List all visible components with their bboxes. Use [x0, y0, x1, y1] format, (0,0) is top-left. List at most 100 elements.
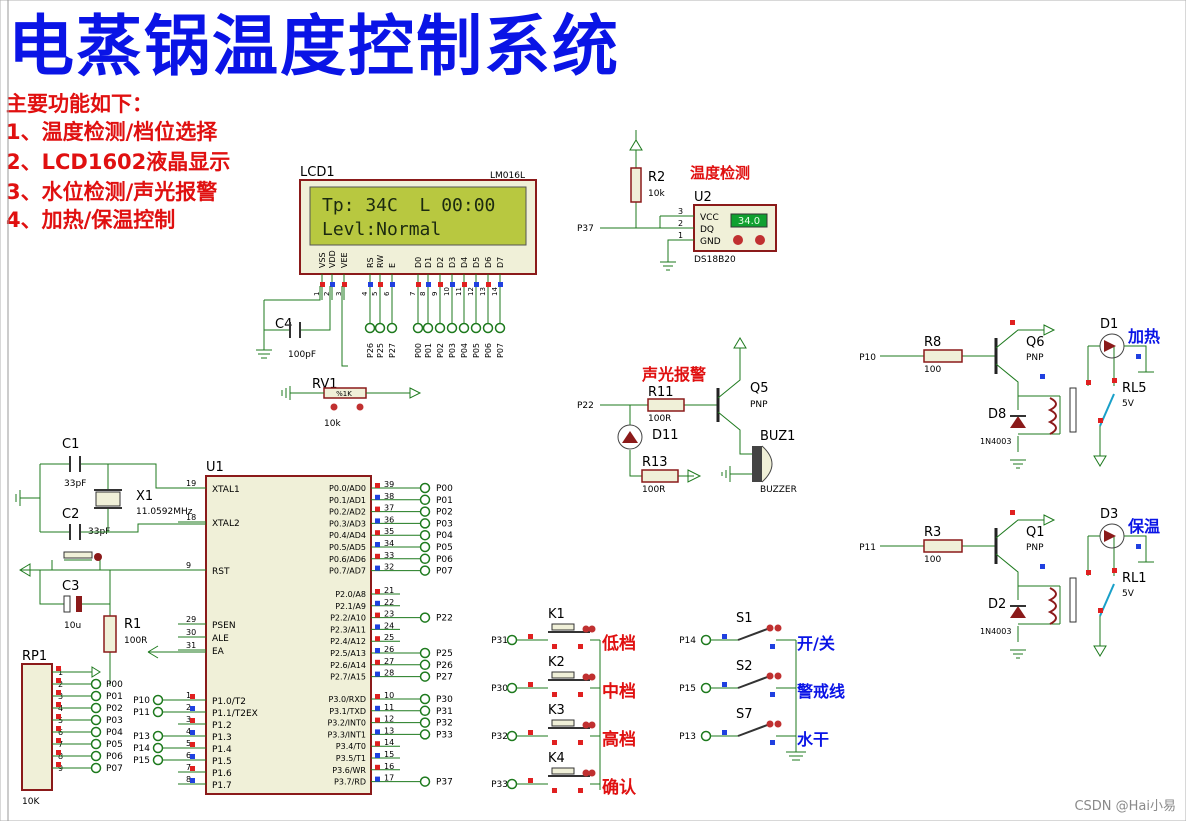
lcd-pin-number: 2 [323, 292, 331, 296]
state-marker [375, 648, 380, 653]
relay-ref: RL1 [1122, 571, 1147, 586]
state-marker [342, 282, 347, 287]
state-marker [416, 282, 421, 287]
lcd-port-label: P05 [472, 343, 481, 358]
port-label: P31 [491, 636, 508, 646]
state-marker [770, 644, 775, 649]
lcd-pin-number: 13 [479, 287, 487, 296]
mcu-pin-label: PSEN [212, 621, 236, 631]
heat-label: 加热 [1127, 327, 1160, 346]
state-marker [375, 542, 380, 547]
mcu-pin-label: ALE [212, 634, 229, 644]
mcu-pin-number: 22 [384, 598, 394, 607]
port-label: P07 [106, 764, 123, 774]
state-marker [56, 714, 61, 719]
rp1-ref: RP1 [22, 649, 47, 664]
lcd-pin-label: RW [376, 255, 385, 268]
port-terminal [90, 762, 102, 774]
port-terminal [700, 730, 712, 742]
lcd-pin-number: 7 [409, 292, 417, 296]
port-terminal [419, 494, 431, 506]
port-label: P37 [577, 224, 594, 234]
state-marker [578, 740, 583, 745]
state-marker [190, 706, 195, 711]
c3-ref: C3 [62, 579, 79, 594]
state-marker [375, 518, 380, 524]
port-label: P32 [491, 732, 508, 742]
r2-ref: R2 [648, 170, 665, 185]
port-terminal [90, 726, 102, 738]
key-label: 中档 [602, 681, 636, 702]
q5-type: PNP [750, 400, 768, 410]
mcu-pin-number: 37 [384, 504, 394, 513]
r1-value: 100R [124, 636, 147, 646]
resistor-ref: R3 [924, 525, 941, 540]
lcd-model: LM016L [490, 171, 525, 181]
state-marker [426, 282, 431, 287]
port-label: P02 [436, 508, 453, 518]
alarm-label: 声光报警 [641, 365, 706, 384]
state-marker [552, 788, 557, 793]
port-terminal [90, 702, 102, 714]
mcu-pin-label: P2.5/A13 [330, 649, 366, 658]
state-marker [190, 718, 195, 723]
mcu-pin-label: P1.0/T2 [212, 697, 246, 707]
state-marker [56, 678, 61, 683]
mcu-pin-number: 29 [186, 615, 196, 624]
state-marker [722, 682, 727, 687]
state-marker [390, 282, 395, 287]
state-marker [375, 694, 380, 699]
port-terminal [374, 322, 386, 334]
state-marker [552, 644, 557, 649]
port-label: P13 [679, 732, 696, 742]
lcd-pin-number: 1 [313, 292, 321, 296]
state-marker [375, 741, 380, 747]
port-terminal [419, 518, 431, 529]
port-label: P33 [491, 780, 508, 790]
state-marker [190, 742, 195, 747]
switch-ref: S2 [736, 659, 753, 674]
mcu-pin-number: 13 [384, 726, 394, 735]
mcu-pin-number: 15 [384, 750, 394, 759]
mcu-pin-number: 39 [384, 480, 394, 489]
port-label: P22 [436, 614, 453, 624]
port-terminal [152, 730, 164, 742]
feature-item: 3、水位检测/声光报警 [6, 180, 218, 204]
switch-ref: S1 [736, 611, 753, 626]
lcd-port-label: P27 [388, 343, 397, 358]
alarm-circuit: 声光报警 P22 R11 100R D11 R13 100R Q5 PNP BU… [577, 337, 797, 495]
lcd-pin-label: D3 [448, 257, 457, 268]
lcd-pin-label: D6 [484, 257, 493, 268]
mcu-pin-number: 6 [186, 751, 191, 760]
features-heading: 主要功能如下： [6, 92, 153, 116]
state-marker [56, 666, 61, 671]
mcu-pin-label: RST [212, 567, 230, 577]
mcu-pin-number: 7 [186, 763, 191, 772]
mcu-pin-number: 18 [186, 513, 196, 522]
state-marker [375, 753, 380, 758]
c1-ref: C1 [62, 437, 79, 452]
mcu-pin-label: EA [212, 647, 225, 657]
mcu-pin-label: P1.5 [212, 757, 232, 767]
lcd-module: LCD1 LM016L Tp: 34C L 00:00 Levl:Normal … [299, 165, 537, 358]
mcu-pin-number: 9 [186, 561, 191, 570]
state-marker [375, 729, 380, 735]
mcu-pin-number: 16 [384, 762, 394, 771]
r11-value: 100R [648, 414, 671, 424]
state-marker [1010, 320, 1015, 325]
port-terminal [700, 634, 712, 646]
port-terminal [386, 322, 398, 334]
mcu-pin-label: P0.1/AD1 [329, 496, 366, 505]
state-marker [1112, 568, 1117, 573]
lcd-line-1: Tp: 34C L 00:00 [322, 195, 495, 216]
port-label: P32 [436, 719, 453, 729]
port-terminal [419, 705, 431, 717]
port-label: P01 [436, 496, 453, 506]
